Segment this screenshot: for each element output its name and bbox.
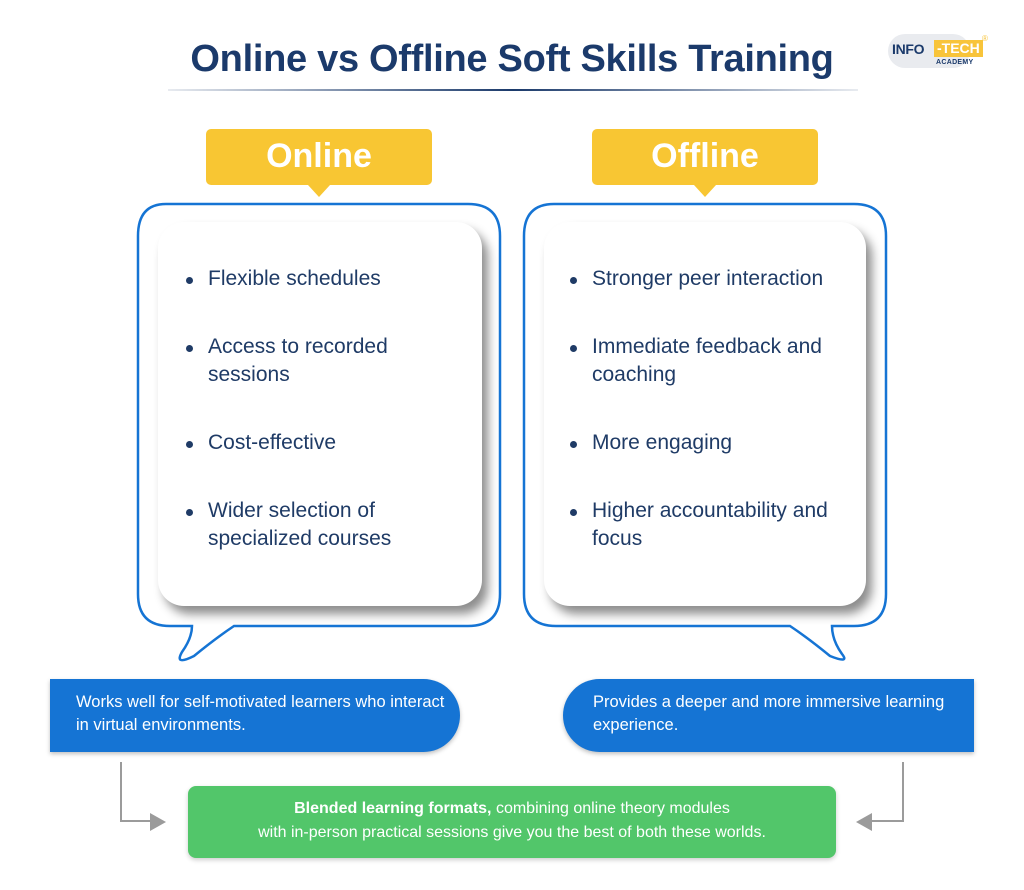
- online-speech-bubble-outline: [136, 202, 502, 662]
- online-tag: Online: [206, 129, 432, 197]
- registered-icon: ®: [982, 34, 988, 43]
- page-title: Online vs Offline Soft Skills Training: [190, 38, 834, 80]
- offline-list: Stronger peer interaction Immediate feed…: [568, 265, 868, 593]
- offline-card: [544, 222, 866, 606]
- blended-text-line1: combining online theory modules: [491, 800, 730, 817]
- blended-text-line2: with in-person practical sessions give y…: [258, 824, 766, 841]
- offline-summary-note: Provides a deeper and more immersive lea…: [563, 679, 974, 752]
- offline-tag: Offline: [592, 129, 818, 197]
- online-item: Wider selection of specialized courses: [184, 497, 474, 553]
- offline-item: Stronger peer interaction: [568, 265, 868, 293]
- online-card: [158, 222, 482, 606]
- right-connector-line: [870, 762, 904, 822]
- infotech-academy-logo: INFO -TECH ® ACADEMY: [884, 34, 994, 70]
- logo-text-info: INFO: [892, 41, 925, 57]
- offline-speech-bubble-outline: [522, 202, 888, 661]
- online-list: Flexible schedules Access to recorded se…: [184, 265, 474, 593]
- online-item: Flexible schedules: [184, 265, 474, 293]
- online-item: Cost-effective: [184, 429, 474, 457]
- offline-item: Higher accountability and focus: [568, 497, 868, 553]
- online-summary-note: Works well for self-motivated learners w…: [50, 679, 460, 752]
- logo-text-academy: ACADEMY: [936, 59, 974, 66]
- offline-item: Immediate feedback and coaching: [568, 333, 868, 389]
- arrow-right-icon: [150, 813, 166, 831]
- arrow-left-icon: [856, 813, 872, 831]
- online-item: Access to recorded sessions: [184, 333, 474, 389]
- title-underline: [168, 89, 858, 91]
- left-connector-line: [120, 762, 152, 822]
- logo-text-tech: -TECH: [934, 40, 983, 57]
- blended-learning-box: Blended learning formats, combining onli…: [188, 786, 836, 858]
- offline-item: More engaging: [568, 429, 868, 457]
- blended-bold-text: Blended learning formats,: [294, 800, 492, 817]
